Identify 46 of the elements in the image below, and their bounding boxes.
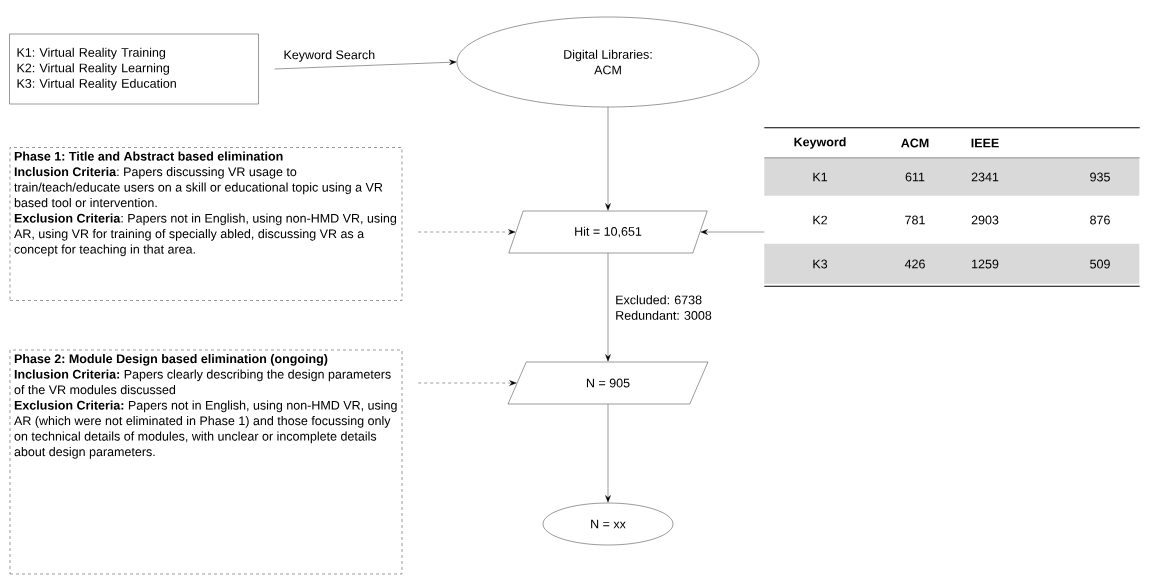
table-header: Keyword <box>794 137 846 149</box>
table-cell: K1 <box>813 172 828 182</box>
table-cell: 509 <box>1090 259 1110 269</box>
criteria-text: Exclusion Criteria: Papers not in English, using non-HMD VR, using AR, using VR for training of specially abled, discussing VR as a concept for teaching in that area. <box>14 213 397 257</box>
table-header: IEEE <box>971 138 999 148</box>
table-cell: K3 <box>813 259 828 269</box>
criteria-box <box>9 349 403 575</box>
keyword-box <box>9 33 259 105</box>
node-text: ACM <box>594 65 621 75</box>
table-cell: 2903 <box>971 215 999 225</box>
arrow <box>605 253 611 362</box>
edge-label: Excluded: 6738 Redundant: 3008 <box>616 295 712 320</box>
table-cell: K2 <box>813 215 827 225</box>
arrow <box>700 229 765 235</box>
node-text: N = 905 <box>586 378 630 388</box>
table-cell: 876 <box>1090 215 1110 225</box>
table-header: ACM <box>901 138 929 148</box>
arrow <box>274 59 457 70</box>
library-ellipse <box>456 16 760 108</box>
table-cell: 781 <box>905 215 925 225</box>
node-text: N = xx <box>591 519 626 529</box>
phase-heading: Phase 1: Title and Abstract based elimination <box>14 151 283 161</box>
phase-heading: Phase 2: Module Design based elimination (ongoing) <box>14 354 328 366</box>
table-cell: 935 <box>1090 172 1110 182</box>
node-text: Hit = 10,651 <box>575 226 642 238</box>
edge-label: Keyword Search <box>284 50 375 62</box>
arrow <box>418 229 516 235</box>
count-parallelogram <box>508 210 708 254</box>
table-cell: 611 <box>905 172 925 182</box>
node-text: Digital Libraries: <box>564 49 652 62</box>
count-table <box>763 127 1141 287</box>
node-text: K1: Virtual Reality Training <box>17 47 166 60</box>
criteria-text: Inclusion Criteria: Papers discussing VR usage to train/teach/educate users on a skill or educational topic using a VR based tool or intervention. <box>14 167 383 208</box>
table-cell: 2341 <box>971 172 999 182</box>
criteria-text: Exclusion Criteria: Papers not in English, using non-HMD VR, using AR (which were not eliminated in Phase 1) and those focussing only on technical details of modules, with unclear or incomplete details about design parameters. <box>14 400 397 459</box>
arrow <box>418 380 517 386</box>
table-cell: 426 <box>904 259 925 269</box>
node-text: K3: Virtual Reality Education <box>17 78 176 91</box>
criteria-box <box>9 147 403 301</box>
criteria-text: Inclusion Criteria: Papers clearly describing the design parameters of the VR modules discussed <box>14 369 391 395</box>
table-cell: 1259 <box>972 259 999 269</box>
result-ellipse <box>542 502 674 546</box>
node-text: K2: Virtual Reality Learning <box>17 63 169 75</box>
arrow <box>605 404 611 503</box>
count-parallelogram <box>507 361 709 405</box>
arrow <box>605 107 611 211</box>
